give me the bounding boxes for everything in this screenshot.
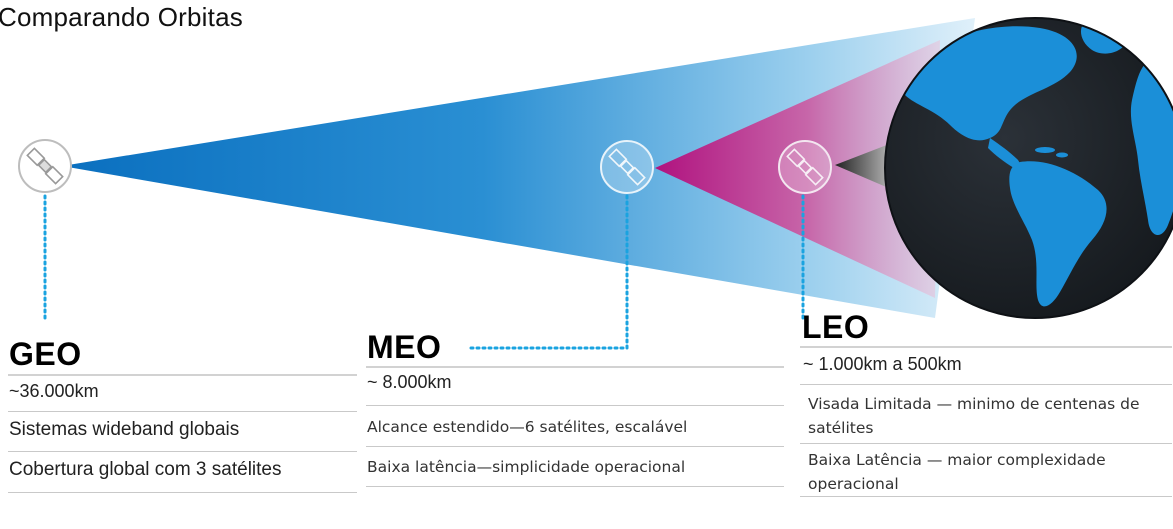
geo-feature-1: Sistemas wideband globais: [9, 419, 240, 440]
geo-coverage-beam: [62, 18, 975, 318]
leo-altitude: ~ 1.000km a 500km: [803, 354, 962, 374]
meo-feature-1: Alcance estendido—6 satélites, escalável: [367, 418, 688, 436]
diagram-title: Comparando Orbitas: [0, 2, 243, 32]
meo-leader-line: [466, 194, 629, 350]
leo-divider: [800, 384, 1172, 385]
geo-label: GEO: [9, 336, 82, 372]
meo-satellite-icon: [600, 140, 654, 194]
geo-divider: [8, 411, 357, 412]
geo-feature-2: Cobertura global com 3 satélites: [9, 459, 282, 480]
leo-satellite-icon: [778, 140, 832, 194]
meo-coverage-beam: [655, 40, 940, 298]
meo-divider: [366, 446, 784, 447]
leo-divider: [800, 443, 1172, 444]
geo-satellite-icon: [18, 139, 72, 193]
geo-divider: [8, 451, 357, 452]
meo-label: MEO: [367, 329, 442, 365]
meo-feature-2: Baixa latência—simplicidade operacional: [367, 458, 686, 476]
leo-feature-2: Baixa Latência — maior complexidade oper…: [808, 451, 1106, 493]
leo-label: LEO: [802, 309, 870, 345]
earth-globe: [884, 17, 1173, 319]
leo-feature-1: Visada Limitada — minimo de centenas de …: [808, 395, 1140, 437]
leo-divider: [800, 346, 1172, 348]
geo-divider: [8, 492, 357, 493]
meo-divider: [366, 486, 784, 487]
geo-altitude: ~36.000km: [9, 381, 99, 401]
meo-altitude: ~ 8.000km: [367, 372, 452, 392]
meo-divider: [366, 405, 784, 406]
leo-divider: [800, 496, 1172, 497]
meo-divider: [366, 366, 784, 368]
geo-divider: [8, 374, 357, 376]
